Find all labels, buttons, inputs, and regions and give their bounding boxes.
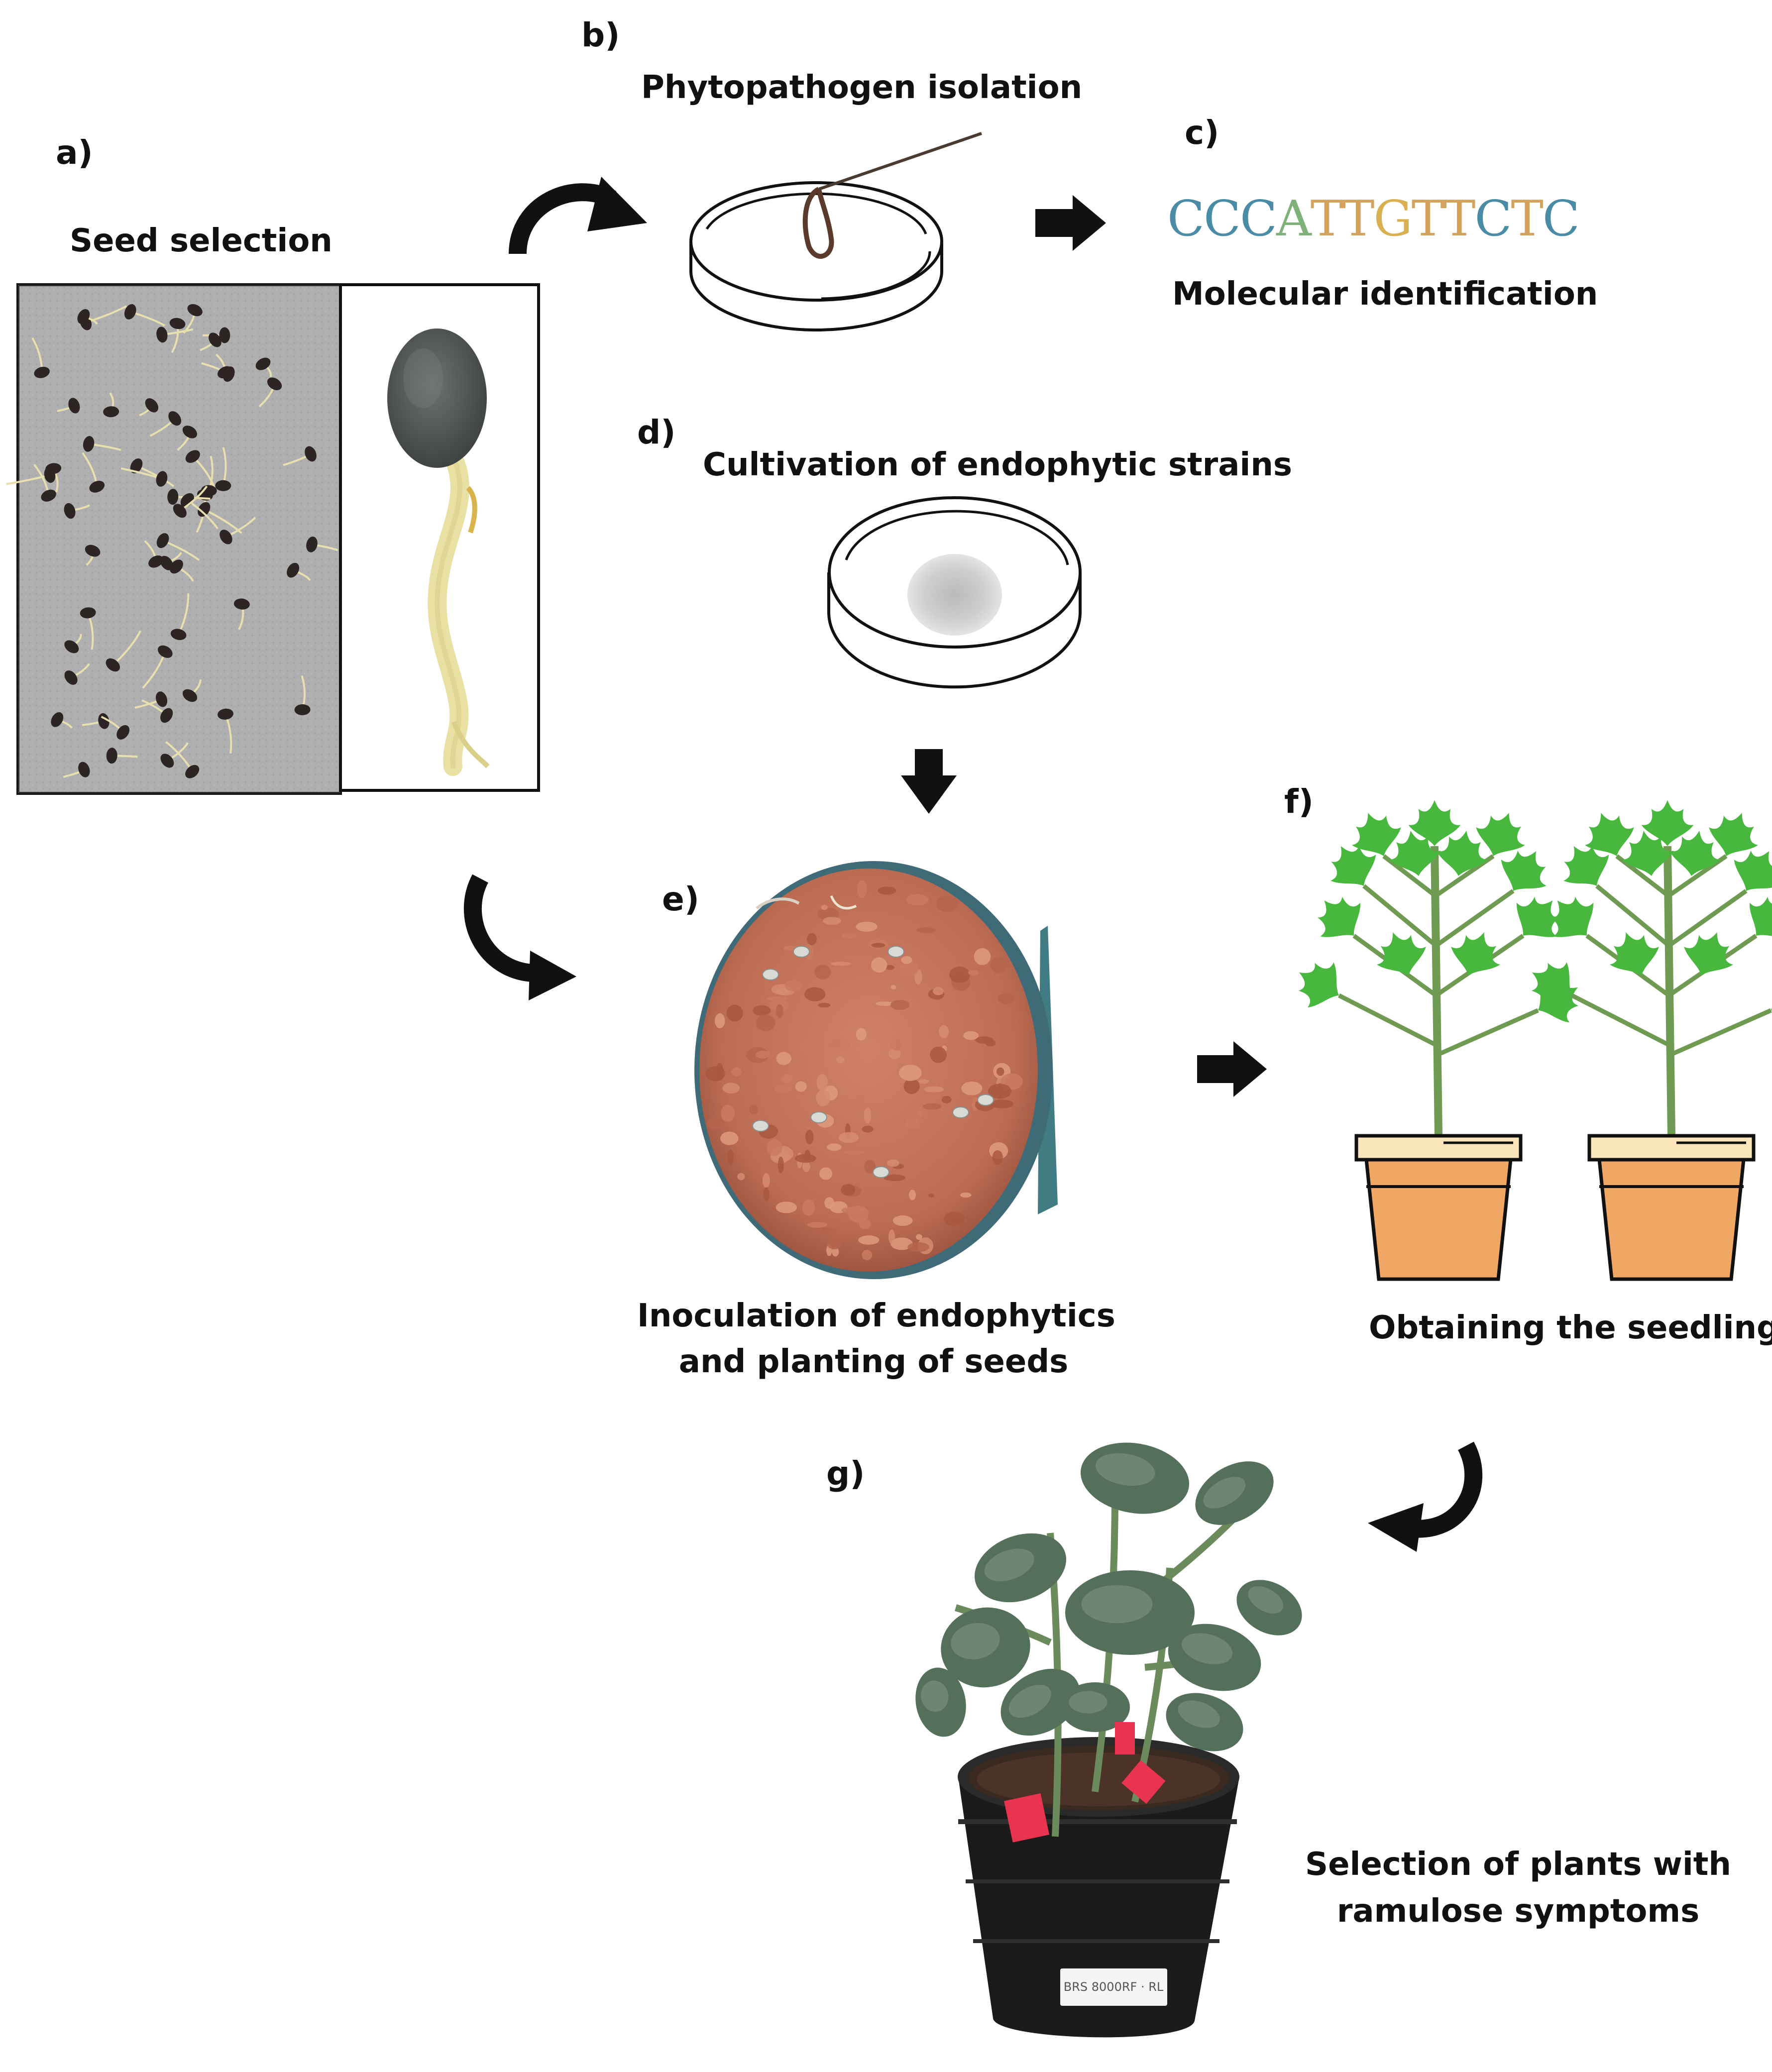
nucleotide: T [1443, 191, 1475, 247]
soil-tray-photo [694, 861, 1058, 1279]
panel-label-e: e) [662, 880, 699, 918]
caption-inoculation-line1: Inoculation of endophytics [637, 1298, 1115, 1334]
nucleotide: G [1373, 191, 1412, 247]
curved-arrow-icon [463, 874, 576, 1000]
seed-selection-photo [6, 283, 342, 795]
flower-pot-icon [1354, 1134, 1523, 1281]
panel-label-c: c) [1185, 113, 1219, 152]
down-arrow-icon [901, 749, 957, 814]
soil-clods [705, 880, 1023, 1260]
nucleotide: C [1239, 191, 1277, 247]
nucleotide: C [1542, 191, 1580, 247]
caption-molecular-identification: Molecular identification [1172, 276, 1598, 313]
inoculation-loop-icon [802, 132, 982, 259]
nucleotide: T [1511, 191, 1544, 247]
panel-label-g: g) [826, 1454, 865, 1493]
flower-pot-icon [1587, 1134, 1756, 1281]
panel-label-a: a) [56, 133, 93, 172]
right-arrow-icon [1035, 195, 1106, 251]
nucleotide: C [1167, 191, 1205, 247]
planted-seeds [752, 946, 994, 1178]
germinated-seeds [6, 304, 338, 778]
nucleotide: T [1411, 191, 1444, 247]
caption-seed-selection: Seed selection [70, 222, 332, 259]
nucleotide: C [1474, 191, 1512, 247]
caption-obtaining-seedlings: Obtaining the seedlings [1369, 1309, 1772, 1346]
dna-sequence: CCCATTGTTCTC [1167, 191, 1580, 247]
nucleotide: T [1310, 191, 1343, 247]
petri-dish-icon [827, 496, 1082, 689]
caption-cultivation-endophytic-strains: Cultivation of endophytic strains [703, 446, 1292, 483]
right-arrow-icon [1197, 1041, 1267, 1097]
caption-inoculation-line2: and planting of seeds [678, 1343, 1069, 1380]
nucleotide: A [1276, 191, 1312, 247]
pot-label-text: BRS 8000RF · RL [1064, 1980, 1164, 1994]
fungal-colony [907, 554, 1002, 636]
nucleotide: C [1203, 191, 1241, 247]
curved-arrow-icon [509, 177, 647, 254]
seedling-plant-icon [1519, 800, 1772, 1281]
panel-label-b: b) [581, 16, 620, 54]
panel-label-f: f) [1284, 782, 1314, 821]
caption-selection-line1: Selection of plants with [1305, 1846, 1731, 1883]
panel-label-d: d) [637, 413, 676, 451]
symptomatic-plant-photo: BRS 8000RF · RL [915, 1442, 1302, 2038]
caption-phytopathogen-isolation: Phytopathogen isolation [641, 69, 1083, 106]
seedling-plant-icon [1286, 800, 1591, 1281]
caption-selection-line2: ramulose symptoms [1336, 1893, 1700, 1930]
nucleotide: T [1342, 191, 1374, 247]
pot-label-sticker [1060, 1968, 1167, 2006]
curved-arrow-icon [1368, 1441, 1483, 1552]
red-label-tag [1004, 1722, 1166, 1843]
petri-dish-icon [689, 181, 943, 331]
single-seedling-photo [339, 283, 540, 792]
